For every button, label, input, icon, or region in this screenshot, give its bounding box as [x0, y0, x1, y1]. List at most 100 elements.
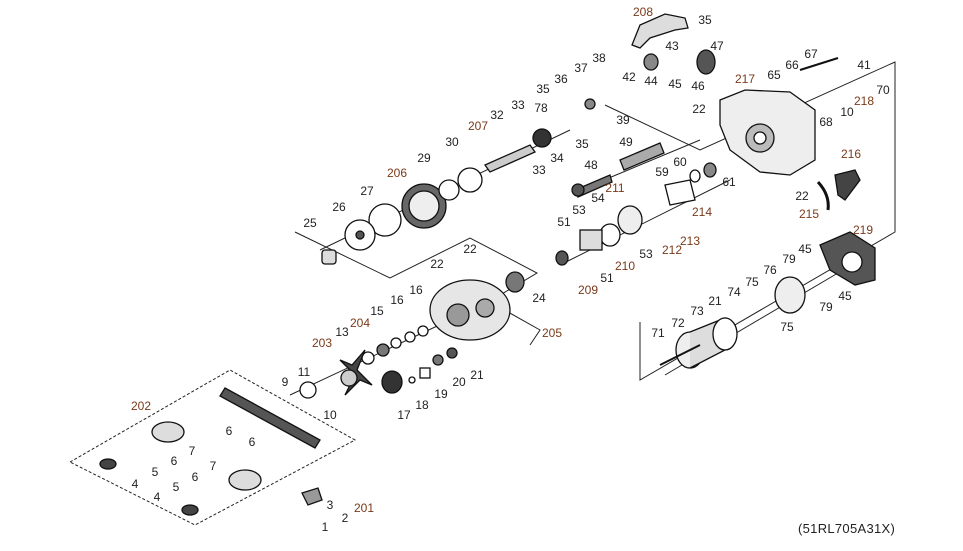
part-label-35: 35: [536, 82, 550, 96]
part-label-6: 6: [225, 424, 233, 438]
part-label-4: 4: [131, 477, 139, 491]
part-label-71: 71: [651, 326, 665, 340]
part-208-cover: [631, 13, 689, 49]
part-label-78: 78: [534, 101, 548, 115]
part-label-53: 53: [639, 247, 653, 261]
part-60: [689, 169, 701, 183]
part-label-46: 46: [691, 79, 705, 93]
part-label-212: 212: [661, 243, 683, 257]
part-209: [555, 250, 569, 266]
part-label-35: 35: [575, 137, 589, 151]
part-label-66: 66: [785, 58, 799, 72]
part-4-cap: [99, 458, 117, 470]
part-17: [381, 370, 403, 394]
part-label-6: 6: [248, 435, 256, 449]
part-label-10: 10: [840, 105, 854, 119]
part-label-49: 49: [619, 135, 633, 149]
part-label-75: 75: [745, 275, 759, 289]
part-label-211: 211: [605, 181, 625, 195]
part-label-45: 45: [798, 242, 812, 256]
part-49: [619, 142, 665, 171]
part-label-16: 16: [390, 293, 404, 307]
part-21: [446, 347, 458, 359]
part-29-washer: [438, 179, 460, 201]
part-code: (51RL705A31X): [798, 521, 896, 536]
part-label-2: 2: [341, 511, 349, 525]
part-label-53: 53: [572, 203, 586, 217]
part-label-22: 22: [430, 257, 444, 271]
part-label-203: 203: [311, 336, 333, 350]
part-label-206: 206: [386, 166, 408, 180]
part-label-15: 15: [370, 304, 384, 318]
part-label-45: 45: [838, 289, 852, 303]
part-4-cap: [181, 504, 199, 516]
part-label-76: 76: [763, 263, 777, 277]
part-label-75: 75: [780, 320, 794, 334]
part-label-61: 61: [722, 175, 736, 189]
part-25: [321, 249, 337, 265]
part-label-33: 33: [511, 98, 525, 112]
part-label-72: 72: [671, 316, 685, 330]
part-label-204: 204: [349, 316, 371, 330]
part-label-27: 27: [360, 184, 374, 198]
part-37: [584, 98, 596, 110]
part-42: [643, 53, 659, 71]
part-label-70: 70: [876, 83, 890, 97]
part-label-18: 18: [415, 398, 429, 412]
part-label-17: 17: [397, 408, 411, 422]
part-label-67: 67: [804, 47, 818, 61]
part-205-sideplate: [429, 279, 511, 341]
part-label-21: 21: [708, 294, 722, 308]
part-label-10: 10: [323, 408, 337, 422]
part-label-79: 79: [819, 300, 833, 314]
part-label-11: 11: [297, 365, 311, 379]
part-label-24: 24: [532, 291, 546, 305]
part-label-22: 22: [463, 242, 477, 256]
part-label-215: 215: [798, 207, 820, 221]
part-label-5: 5: [172, 480, 180, 494]
part-label-201: 201: [353, 501, 375, 515]
part-216: [834, 169, 861, 201]
part-label-202: 202: [130, 399, 152, 413]
part-label-73: 73: [690, 304, 704, 318]
part-label-13: 13: [335, 325, 349, 339]
part-label-33: 33: [532, 163, 546, 177]
part-label-38: 38: [592, 51, 606, 65]
part-label-29: 29: [417, 151, 431, 165]
part-label-59: 59: [655, 165, 669, 179]
group-outline-body: [604, 61, 896, 381]
part-label-39: 39: [616, 113, 630, 127]
part-label-20: 20: [452, 375, 466, 389]
part-label-6: 6: [191, 470, 199, 484]
part-label-216: 216: [840, 147, 862, 161]
part-211: [617, 205, 643, 235]
part-label-205: 205: [541, 326, 563, 340]
part-label-22: 22: [795, 189, 809, 203]
part-label-7: 7: [188, 444, 196, 458]
part-label-25: 25: [303, 216, 317, 230]
part-label-36: 36: [554, 72, 568, 86]
part-label-210: 210: [614, 259, 636, 273]
part-label-68: 68: [819, 115, 833, 129]
part-207-shaft: [484, 144, 536, 173]
part-label-3: 3: [326, 498, 334, 512]
part-label-35: 35: [698, 13, 712, 27]
part-label-54: 54: [591, 191, 605, 205]
part-label-32: 32: [490, 108, 504, 122]
part-214: [664, 179, 696, 206]
part-54: [599, 223, 621, 247]
part-2: [301, 487, 323, 506]
part-label-22: 22: [692, 102, 706, 116]
part-handle-arm: [219, 387, 321, 449]
part-label-9: 9: [281, 375, 289, 389]
part-47: [696, 49, 716, 75]
part-label-37: 37: [574, 61, 588, 75]
part-label-51: 51: [600, 271, 614, 285]
part-label-217: 217: [734, 72, 756, 86]
part-label-214: 214: [691, 205, 713, 219]
part-label-6: 6: [170, 454, 178, 468]
part-label-5: 5: [151, 465, 159, 479]
part-label-43: 43: [665, 39, 679, 53]
part-label-218: 218: [853, 94, 875, 108]
